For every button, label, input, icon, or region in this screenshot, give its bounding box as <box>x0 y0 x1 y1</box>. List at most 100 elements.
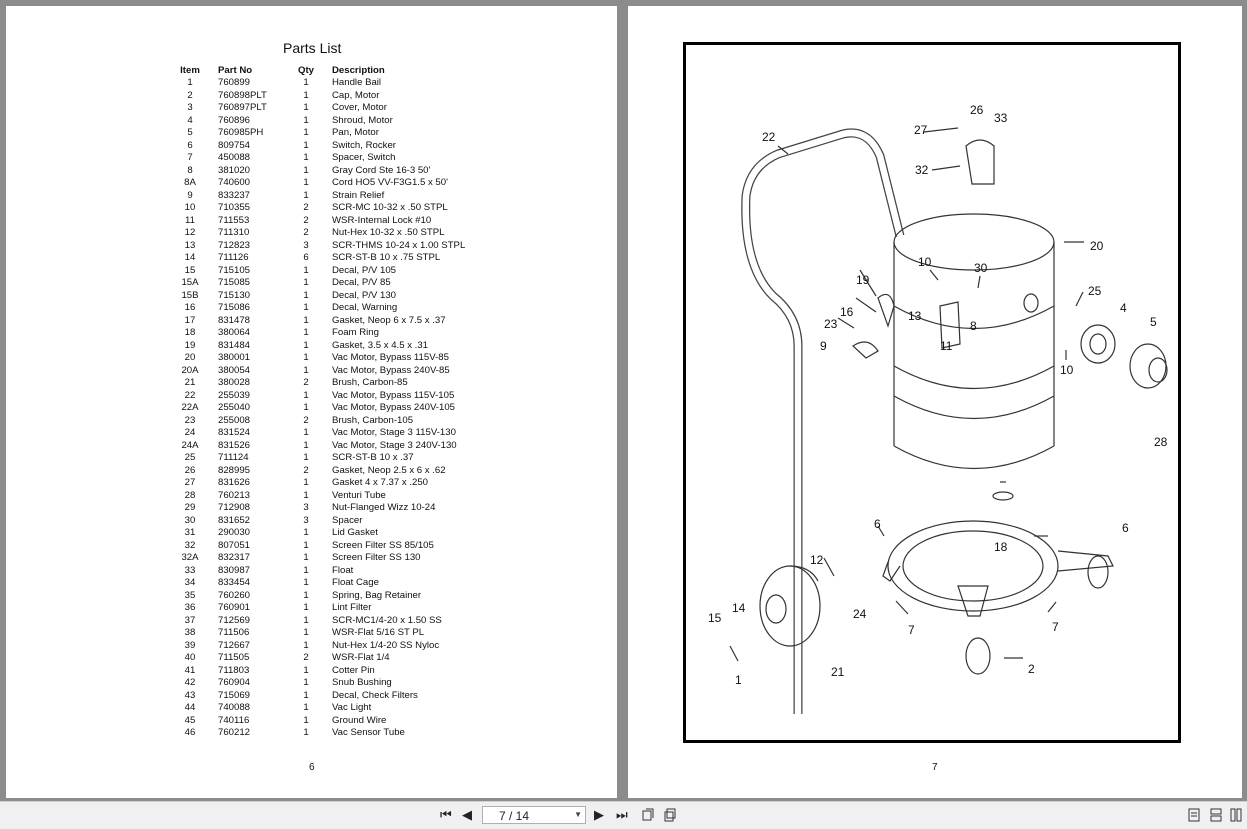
callout-label: 22 <box>762 130 776 144</box>
callout-label: 24 <box>853 607 867 621</box>
callout-label: 15 <box>708 611 722 625</box>
cell-qty: 2 <box>303 227 309 238</box>
cell-part-no: 760985PH <box>218 127 264 138</box>
cell-part-no: 255008 <box>218 414 251 426</box>
two-page-icon[interactable] <box>1210 808 1222 822</box>
cell-qty: 1 <box>303 727 309 738</box>
cell-qty: 1 <box>303 539 309 551</box>
chevron-down-icon: ▼ <box>574 810 582 819</box>
cell-qty: 1 <box>303 314 309 326</box>
cell-description: Foam Ring <box>332 327 379 338</box>
last-page-icon[interactable]: ⏭ <box>616 807 628 822</box>
continuous-icon[interactable] <box>1230 808 1242 822</box>
callout-label: 21 <box>831 665 845 679</box>
cell-description: WSR-Flat 1/4 <box>332 652 390 663</box>
cell-item: 44 <box>184 702 196 713</box>
cell-description: Decal, Check Filters <box>332 689 418 701</box>
cell-description: Ground Wire <box>332 714 387 726</box>
cell-description: Gray Cord Ste 16-3 50' <box>332 164 431 176</box>
page-indicator: 7 / 14 <box>499 809 530 823</box>
callout-label: 12 <box>810 553 824 567</box>
cell-qty: 1 <box>303 477 309 488</box>
first-page-icon[interactable]: ⏮ <box>440 807 452 822</box>
cell-qty: 1 <box>303 552 309 563</box>
cell-part-no: 255040 <box>218 402 251 413</box>
cell-description: Nut-Flanged Wizz 10-24 <box>332 502 436 513</box>
cell-part-no: 807051 <box>218 539 251 551</box>
single-page-icon[interactable] <box>1188 808 1200 822</box>
rotate-icon[interactable] <box>642 808 654 822</box>
cell-item: 20A <box>181 364 199 376</box>
cell-qty: 1 <box>303 627 309 638</box>
cell-item: 14 <box>184 252 196 263</box>
cell-part-no: 711310 <box>218 227 250 238</box>
callout-label: 18 <box>994 540 1008 554</box>
cell-item: 19 <box>184 339 196 351</box>
cell-qty: 1 <box>303 602 309 613</box>
prev-page-icon[interactable]: ◀ <box>462 807 472 822</box>
cell-description: Vac Motor, Bypass 115V-85 <box>332 352 449 363</box>
cell-qty: 1 <box>303 264 309 276</box>
next-page-icon[interactable]: ▶ <box>594 807 604 822</box>
cell-part-no: 740600 <box>218 177 251 188</box>
cell-item: 3 <box>187 102 193 113</box>
cell-qty: 1 <box>303 114 309 126</box>
cell-description: Cord HO5 VV-F3G1.5 x 50' <box>332 177 448 188</box>
cell-description: Screen Filter SS 85/105 <box>332 539 434 551</box>
cell-part-no: 760212 <box>218 727 251 738</box>
cell-item: 34 <box>184 577 196 588</box>
callout-label: 11 <box>940 339 953 353</box>
cell-qty: 1 <box>303 102 309 113</box>
cell-description: Cotter Pin <box>332 664 375 676</box>
cell-description: SCR-MC1/4-20 x 1.50 SS <box>332 614 442 626</box>
cell-item: 6 <box>187 139 193 151</box>
cell-part-no: 712667 <box>218 639 251 651</box>
cell-item: 4 <box>187 114 193 126</box>
cell-item: 30 <box>184 514 196 526</box>
cell-item: 7 <box>187 152 193 163</box>
callout-label: 32 <box>915 163 929 177</box>
cell-part-no: 255039 <box>218 389 251 401</box>
cell-part-no: 711553 <box>218 214 250 226</box>
page-selector[interactable]: 7 / 14 ▼ <box>482 806 586 824</box>
cell-description: Decal, P/V 105 <box>332 264 396 276</box>
copy-icon[interactable] <box>664 808 676 822</box>
handle-bail <box>741 128 905 714</box>
cell-qty: 3 <box>303 514 309 526</box>
cell-item: 11 <box>185 214 195 226</box>
cell-qty: 1 <box>303 489 309 501</box>
callout-label: 14 <box>732 601 746 615</box>
cell-description: Screen Filter SS 130 <box>332 552 421 563</box>
cell-description: SCR-THMS 10-24 x 1.00 STPL <box>332 239 466 251</box>
cell-item: 15 <box>184 264 196 276</box>
callout-label: 5 <box>1150 315 1157 329</box>
cell-part-no: 833454 <box>218 577 251 588</box>
cell-item: 24 <box>184 427 196 438</box>
cell-qty: 1 <box>303 389 309 401</box>
cell-description: Gasket, Neop 2.5 x 6 x .62 <box>332 464 446 476</box>
cell-qty: 1 <box>303 164 309 176</box>
cell-qty: 3 <box>303 502 309 513</box>
cell-qty: 1 <box>303 439 309 451</box>
cell-description: WSR-Flat 5/16 ST PL <box>332 627 425 638</box>
